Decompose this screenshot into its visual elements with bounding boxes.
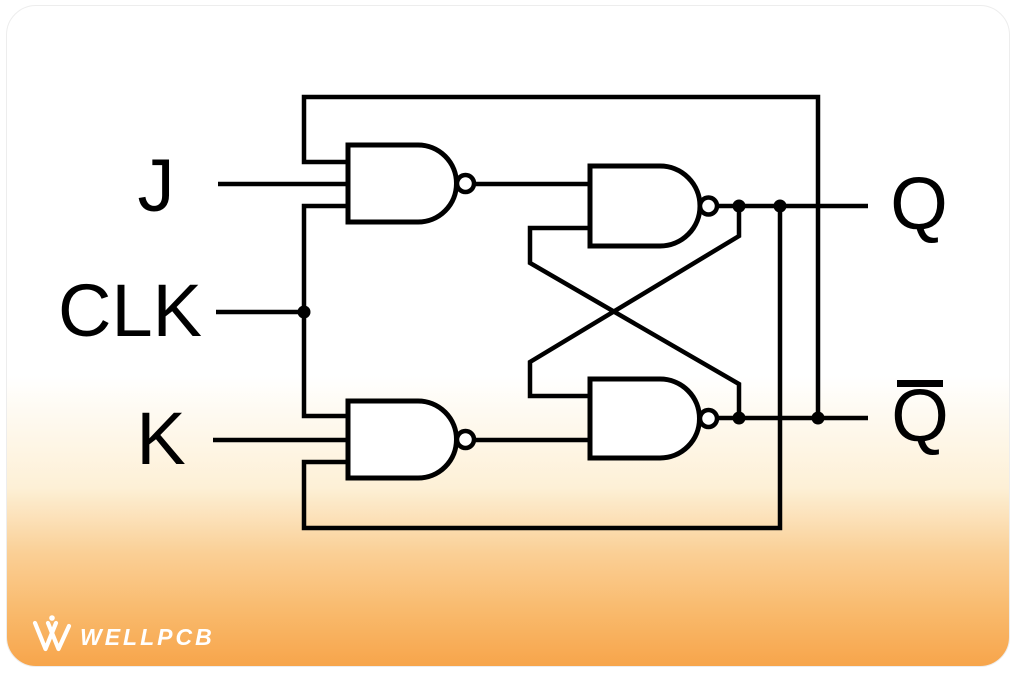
output-label-qbar-letter: Q	[891, 374, 949, 457]
junction-dot-q-cross	[732, 199, 746, 213]
nand-gate-1-top-left	[345, 142, 477, 225]
inverter-bubble-icon	[454, 428, 477, 451]
output-label-q: Q	[890, 162, 948, 245]
wellpcb-logo: WELLPCB	[32, 615, 215, 652]
logo-text: WELLPCB	[80, 624, 215, 650]
input-label-j: J	[138, 144, 175, 227]
nand-gate-body	[345, 142, 459, 225]
inverter-bubble-icon	[697, 195, 720, 217]
wire-feedback-q-to-gate2	[301, 206, 783, 531]
wires	[213, 94, 868, 531]
qbar-overline-bar	[897, 380, 943, 387]
junction-dots	[297, 199, 825, 425]
input-label-k: K	[136, 397, 185, 480]
inverter-bubble-icon	[454, 172, 477, 195]
nand-gate-body	[587, 376, 702, 461]
nand-gate-2-bottom-left	[345, 398, 477, 481]
gradient-card-background	[6, 5, 1010, 667]
nand-gate-3-top-right	[587, 163, 720, 249]
wire-cross-qbar-to-gate3	[527, 225, 742, 418]
logo-w-icon	[32, 615, 72, 652]
nand-gate-4-bottom-right	[587, 376, 720, 461]
inverter-bubble-icon	[697, 407, 720, 430]
junction-dot-qbar-cross	[732, 411, 746, 425]
output-label-qbar: Q	[891, 374, 949, 457]
input-label-clk: CLK	[58, 269, 202, 352]
wire-cross-q-to-gate4	[527, 206, 742, 399]
junction-dot-qbar-feedback	[811, 411, 825, 425]
junction-dot-clk	[297, 305, 311, 319]
nand-gate-body	[345, 398, 459, 481]
wire-clk-branch	[301, 203, 348, 419]
junction-dot-q-feedback	[773, 199, 787, 213]
nand-gate-body	[587, 163, 703, 249]
